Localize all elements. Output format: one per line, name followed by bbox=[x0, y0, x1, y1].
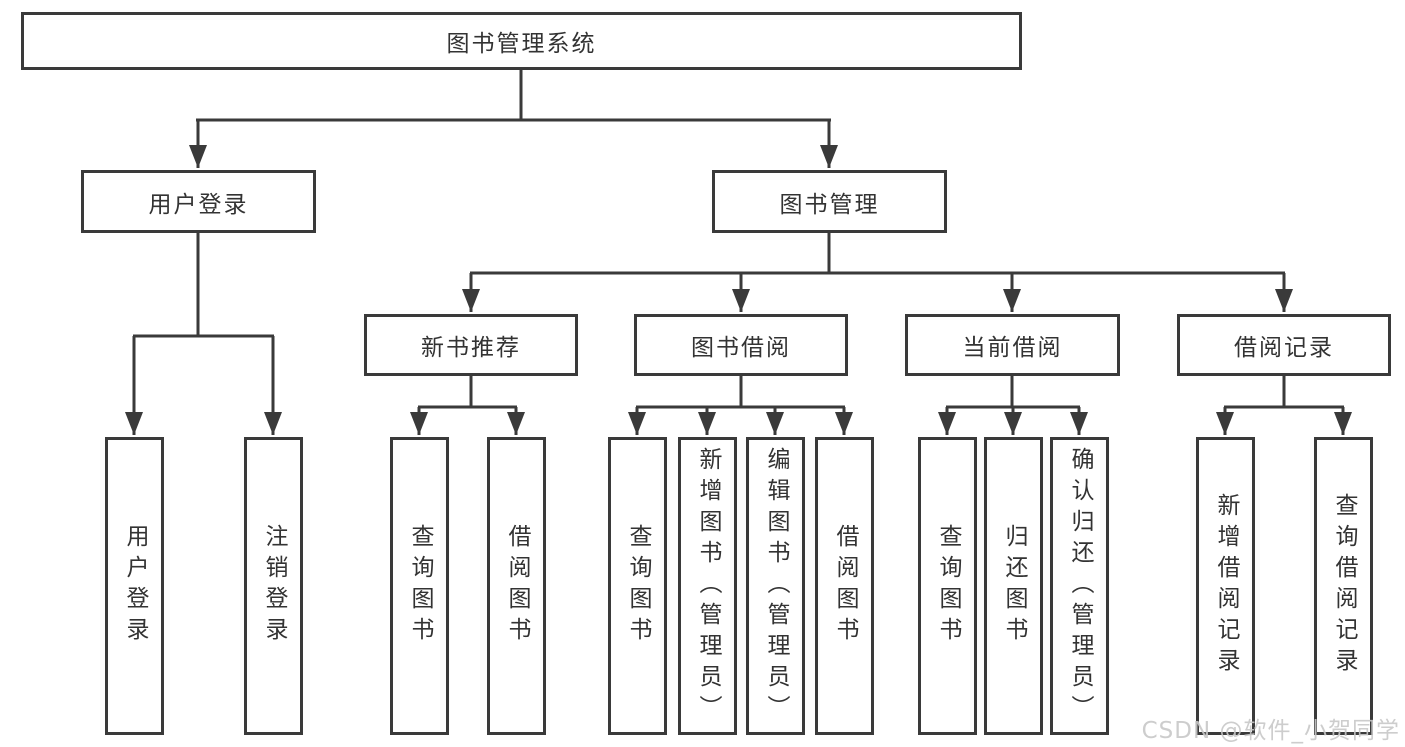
node-root-library-system: 图书管理系统 bbox=[21, 12, 1022, 70]
leaf-query-books-current: 查询图书 bbox=[918, 437, 977, 735]
leaf-label: 查询图书 bbox=[625, 524, 651, 648]
leaf-label: 查询图书 bbox=[935, 524, 961, 648]
node-label: 图书管理 bbox=[779, 191, 880, 218]
node-label: 图书借阅 bbox=[691, 335, 791, 361]
node-label: 借阅记录 bbox=[1234, 335, 1334, 361]
leaf-query-books-borrow: 查询图书 bbox=[608, 437, 667, 735]
node-user-login: 用户登录 bbox=[81, 170, 316, 233]
node-current-borrowing: 当前借阅 bbox=[905, 314, 1120, 376]
leaf-label: 新增借阅记录 bbox=[1213, 493, 1239, 679]
leaf-logout: 注销登录 bbox=[244, 437, 303, 735]
leaf-confirm-return-admin: 确认归还（管理员） bbox=[1050, 437, 1109, 735]
leaf-label: 查询借阅记录 bbox=[1331, 493, 1357, 679]
leaf-label: 查询图书 bbox=[407, 524, 433, 648]
node-book-management: 图书管理 bbox=[712, 170, 947, 233]
leaf-user-login: 用户登录 bbox=[105, 437, 164, 735]
leaf-label: 借阅图书 bbox=[504, 524, 530, 648]
leaf-borrow-books: 借阅图书 bbox=[815, 437, 874, 735]
node-label: 图书管理系统 bbox=[446, 31, 597, 57]
node-book-borrowing: 图书借阅 bbox=[634, 314, 848, 376]
leaf-label: 用户登录 bbox=[122, 524, 148, 648]
leaf-query-borrow-record: 查询借阅记录 bbox=[1314, 437, 1373, 735]
leaf-borrow-books-recommend: 借阅图书 bbox=[487, 437, 546, 735]
node-label: 用户登录 bbox=[148, 191, 249, 218]
node-borrow-records: 借阅记录 bbox=[1177, 314, 1391, 376]
leaf-label: 注销登录 bbox=[261, 524, 287, 648]
leaf-label: 编辑图书（管理员） bbox=[763, 446, 789, 726]
leaf-add-books-admin: 新增图书（管理员） bbox=[678, 437, 737, 735]
leaf-label: 借阅图书 bbox=[832, 524, 858, 648]
leaf-return-books: 归还图书 bbox=[984, 437, 1043, 735]
node-label: 新书推荐 bbox=[421, 335, 521, 361]
leaf-query-books-recommend: 查询图书 bbox=[390, 437, 449, 735]
node-label: 当前借阅 bbox=[962, 335, 1063, 361]
leaf-label: 归还图书 bbox=[1001, 524, 1027, 648]
leaf-label: 确认归还（管理员） bbox=[1067, 446, 1093, 726]
leaf-add-borrow-record: 新增借阅记录 bbox=[1196, 437, 1255, 735]
leaf-label: 新增图书（管理员） bbox=[695, 446, 721, 726]
leaf-edit-books-admin: 编辑图书（管理员） bbox=[746, 437, 805, 735]
node-new-book-recommend: 新书推荐 bbox=[364, 314, 578, 376]
csdn-watermark: CSDN @软件_小贺同学 bbox=[1141, 718, 1400, 744]
